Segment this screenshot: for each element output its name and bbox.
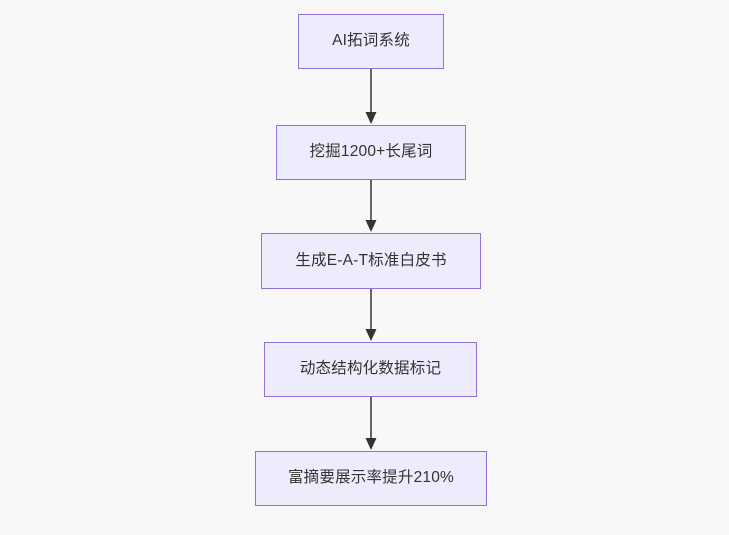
flowchart-node-ai-keyword-system[interactable]: AI拓词系统 — [298, 14, 444, 69]
flowchart-node-mine-longtail-keywords[interactable]: 挖掘1200+长尾词 — [276, 125, 466, 180]
node-label: 挖掘1200+长尾词 — [309, 143, 433, 161]
edge-n2-n3 — [365, 180, 377, 232]
flowchart-node-rich-snippet-impression-lift[interactable]: 富摘要展示率提升210% — [255, 451, 487, 506]
node-label: 富摘要展示率提升210% — [287, 469, 455, 487]
node-label: 动态结构化数据标记 — [299, 360, 442, 378]
node-label: 生成E-A-T标准白皮书 — [295, 251, 447, 269]
flowchart-node-dynamic-structured-data-markup[interactable]: 动态结构化数据标记 — [264, 342, 477, 397]
edge-n1-n2 — [365, 69, 377, 124]
node-label: AI拓词系统 — [332, 32, 410, 50]
edge-n4-n5 — [365, 397, 377, 450]
flowchart-node-generate-eat-whitepaper[interactable]: 生成E-A-T标准白皮书 — [261, 233, 481, 289]
edge-n3-n4 — [365, 289, 377, 341]
